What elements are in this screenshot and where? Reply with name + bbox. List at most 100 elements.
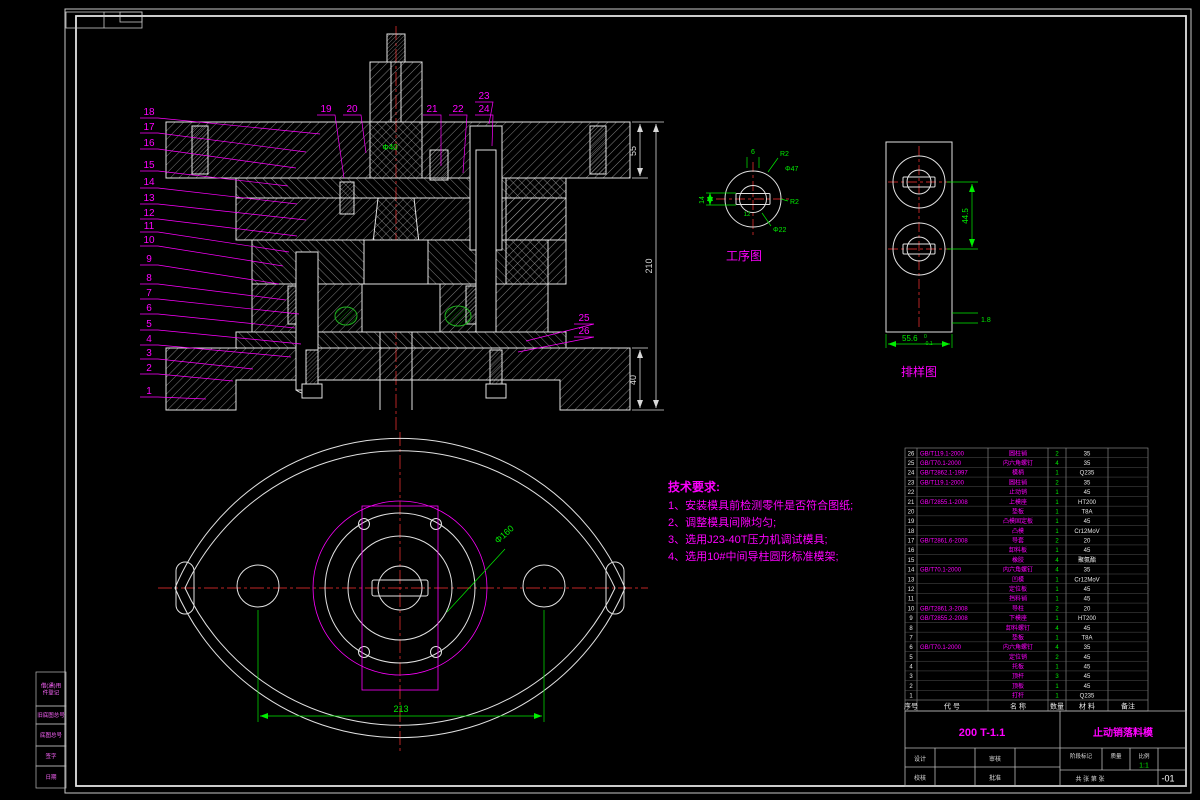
bom-cell-code: GB/T2855.1-2008 (920, 500, 968, 506)
callout-2: 2 (146, 363, 152, 374)
bolt-left (191, 125, 209, 175)
bom-cell-no: 18 (908, 529, 915, 535)
bom-cell-material: 35 (1084, 480, 1091, 486)
bom-cell-material: Q235 (1080, 471, 1095, 477)
bom-cell-name: 定位板 (1009, 585, 1027, 593)
bom-cell-name: 凹模 (1012, 575, 1024, 583)
bom-cell-name: 托板 (1012, 663, 1024, 671)
leader-26 (517, 336, 595, 353)
dim-top-plate: 55 (628, 146, 638, 156)
dim-width-tol-dn: -0.1 (924, 341, 933, 347)
leader-19 (317, 114, 345, 179)
stage-label: 阶段标记 (1070, 752, 1093, 760)
bom-cell-material: 45 (1084, 548, 1091, 554)
section-view: 55 210 40 Φ40 18171615141312111098765432… (140, 26, 664, 430)
dim-r-side: R2 (790, 199, 799, 206)
leader-5 (140, 329, 302, 345)
boss-circle (324, 512, 476, 664)
leader-16 (140, 148, 297, 169)
margin-box-label: 件登记 (43, 689, 60, 697)
margin-box (35, 765, 67, 789)
sheet-frame (64, 8, 1192, 794)
guide-pillar-right (475, 149, 497, 333)
dim-outer-dia: Φ47 (785, 166, 798, 173)
leader-22 (449, 114, 468, 174)
bom-cell-qty: 1 (1055, 500, 1059, 506)
title-block-grid (904, 710, 1187, 787)
margin-box-label: 旧底图总号 (37, 711, 65, 719)
bom-cell-code: GB/T119.1-2000 (920, 451, 965, 457)
bom-cell-qty: 1 (1055, 548, 1059, 554)
callout-8: 8 (146, 273, 152, 284)
callout-14: 14 (143, 177, 155, 188)
leader-13 (140, 203, 307, 221)
bom-cell-qty: 3 (1055, 674, 1059, 680)
dim-r-top: R2 (780, 151, 789, 158)
callout-25: 25 (578, 313, 590, 324)
blank-2 (892, 222, 946, 276)
bom-cell-material: T8A (1081, 509, 1092, 515)
margin-box-label: 签字 (45, 752, 57, 760)
sign-cell-check: 校核 (914, 774, 926, 782)
bom-cell-name: 定位销 (1009, 653, 1027, 661)
punch-footprint (361, 505, 439, 691)
callout-21: 21 (426, 104, 438, 115)
bom-cell-material: 45 (1084, 655, 1091, 661)
bom-cell-no: 10 (908, 606, 915, 612)
dim-span: 213 (393, 704, 408, 714)
callout-24: 24 (478, 104, 490, 115)
bom-cell-no: 17 (908, 539, 915, 545)
bom-header-name: 名 称 (1010, 702, 1026, 711)
callout-23: 23 (478, 91, 490, 102)
leader-14 (140, 187, 298, 205)
bom-header-qty: 数量 (1050, 702, 1064, 711)
tech-req-item-3: 3、选用J23-40T压力机调试模具; (668, 532, 828, 546)
leader-21 (423, 114, 442, 166)
leader-6 (140, 313, 296, 329)
model-code: 200 T-1.1 (959, 727, 1005, 739)
drawing-title: 止动销落料模 (1093, 726, 1154, 739)
bom-cell-material: Q235 (1080, 694, 1095, 700)
bom-cell-name: 内六角螺钉 (1003, 643, 1033, 651)
bom-cell-qty: 2 (1055, 480, 1059, 486)
callout-1: 1 (146, 386, 152, 397)
dim-bridge: 1.8 (981, 317, 991, 324)
bom-cell-material: 20 (1084, 606, 1091, 612)
callout-18: 18 (143, 107, 155, 118)
bom-cell-no: 25 (908, 461, 915, 467)
bom-cell-no: 2 (909, 684, 913, 690)
leader-15 (140, 170, 289, 187)
bom-cell-name: 凸模 (1012, 527, 1024, 535)
bom-cell-qty: 4 (1055, 626, 1059, 632)
bom-cell-no: 5 (909, 655, 913, 661)
tech-req-item-4: 4、选用10#中间导柱圆形标准模架; (668, 549, 839, 563)
bom-cell-qty: 4 (1055, 558, 1059, 564)
bom-cell-no: 8 (909, 626, 913, 632)
callout-6: 6 (146, 303, 152, 314)
dim-shank: Φ40 (382, 143, 398, 152)
bom-cell-material: 45 (1084, 490, 1091, 496)
bom-cell-material: 35 (1084, 461, 1091, 467)
bolt-right (589, 125, 607, 175)
bom-cell-name: 内六角螺钉 (1003, 566, 1033, 574)
bom-cell-no: 23 (908, 480, 915, 486)
bom-cell-code: GB/T2861.6-2008 (920, 539, 968, 545)
margin-box-label: 借(通)用 (41, 682, 61, 690)
bom-cell-qty: 1 (1055, 597, 1059, 603)
dim-inner-dia: Φ22 (773, 227, 786, 234)
strip-outline (885, 141, 953, 333)
bom-cell-name: 上模座 (1009, 498, 1027, 506)
bom-cell-name: 橡胶 (1012, 556, 1024, 564)
bom-cell-no: 20 (908, 509, 915, 515)
blank-1 (892, 155, 946, 209)
bom-cell-no: 3 (909, 674, 913, 680)
bom-cell-qty: 1 (1055, 587, 1059, 593)
sign-cell-design: 设计 (914, 755, 926, 763)
process-inner-circle (739, 185, 767, 213)
bom-cell-material: 45 (1084, 626, 1091, 632)
bom-header: 序号 代 号 名 称 数量 材 料 备注 (904, 702, 1135, 711)
